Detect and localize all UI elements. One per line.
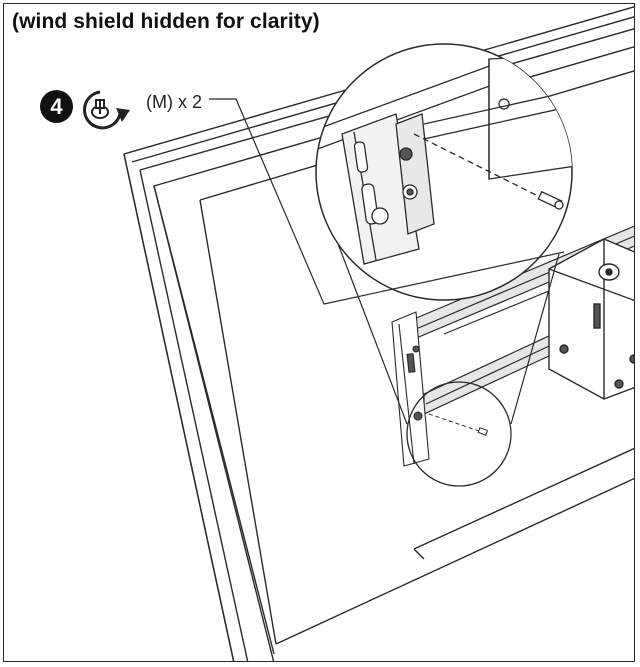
callout-magnified [315,43,573,301]
quantity-label: (M) x 2 [146,92,202,112]
mounting-illustration [123,6,634,661]
step-number-badge: 4 [40,90,73,123]
screw-small [428,413,489,436]
clockwise-screw-icon [83,90,130,130]
caption: (wind shield hidden for clarity) [12,10,320,33]
mount-head-block [548,238,634,400]
quantity-leader [209,98,565,305]
illustration-frame: (wind shield hidden for clarity) 4 (M) x… [3,3,635,662]
tv-bracket-lower [391,311,430,467]
callout-circle-small [406,381,512,487]
